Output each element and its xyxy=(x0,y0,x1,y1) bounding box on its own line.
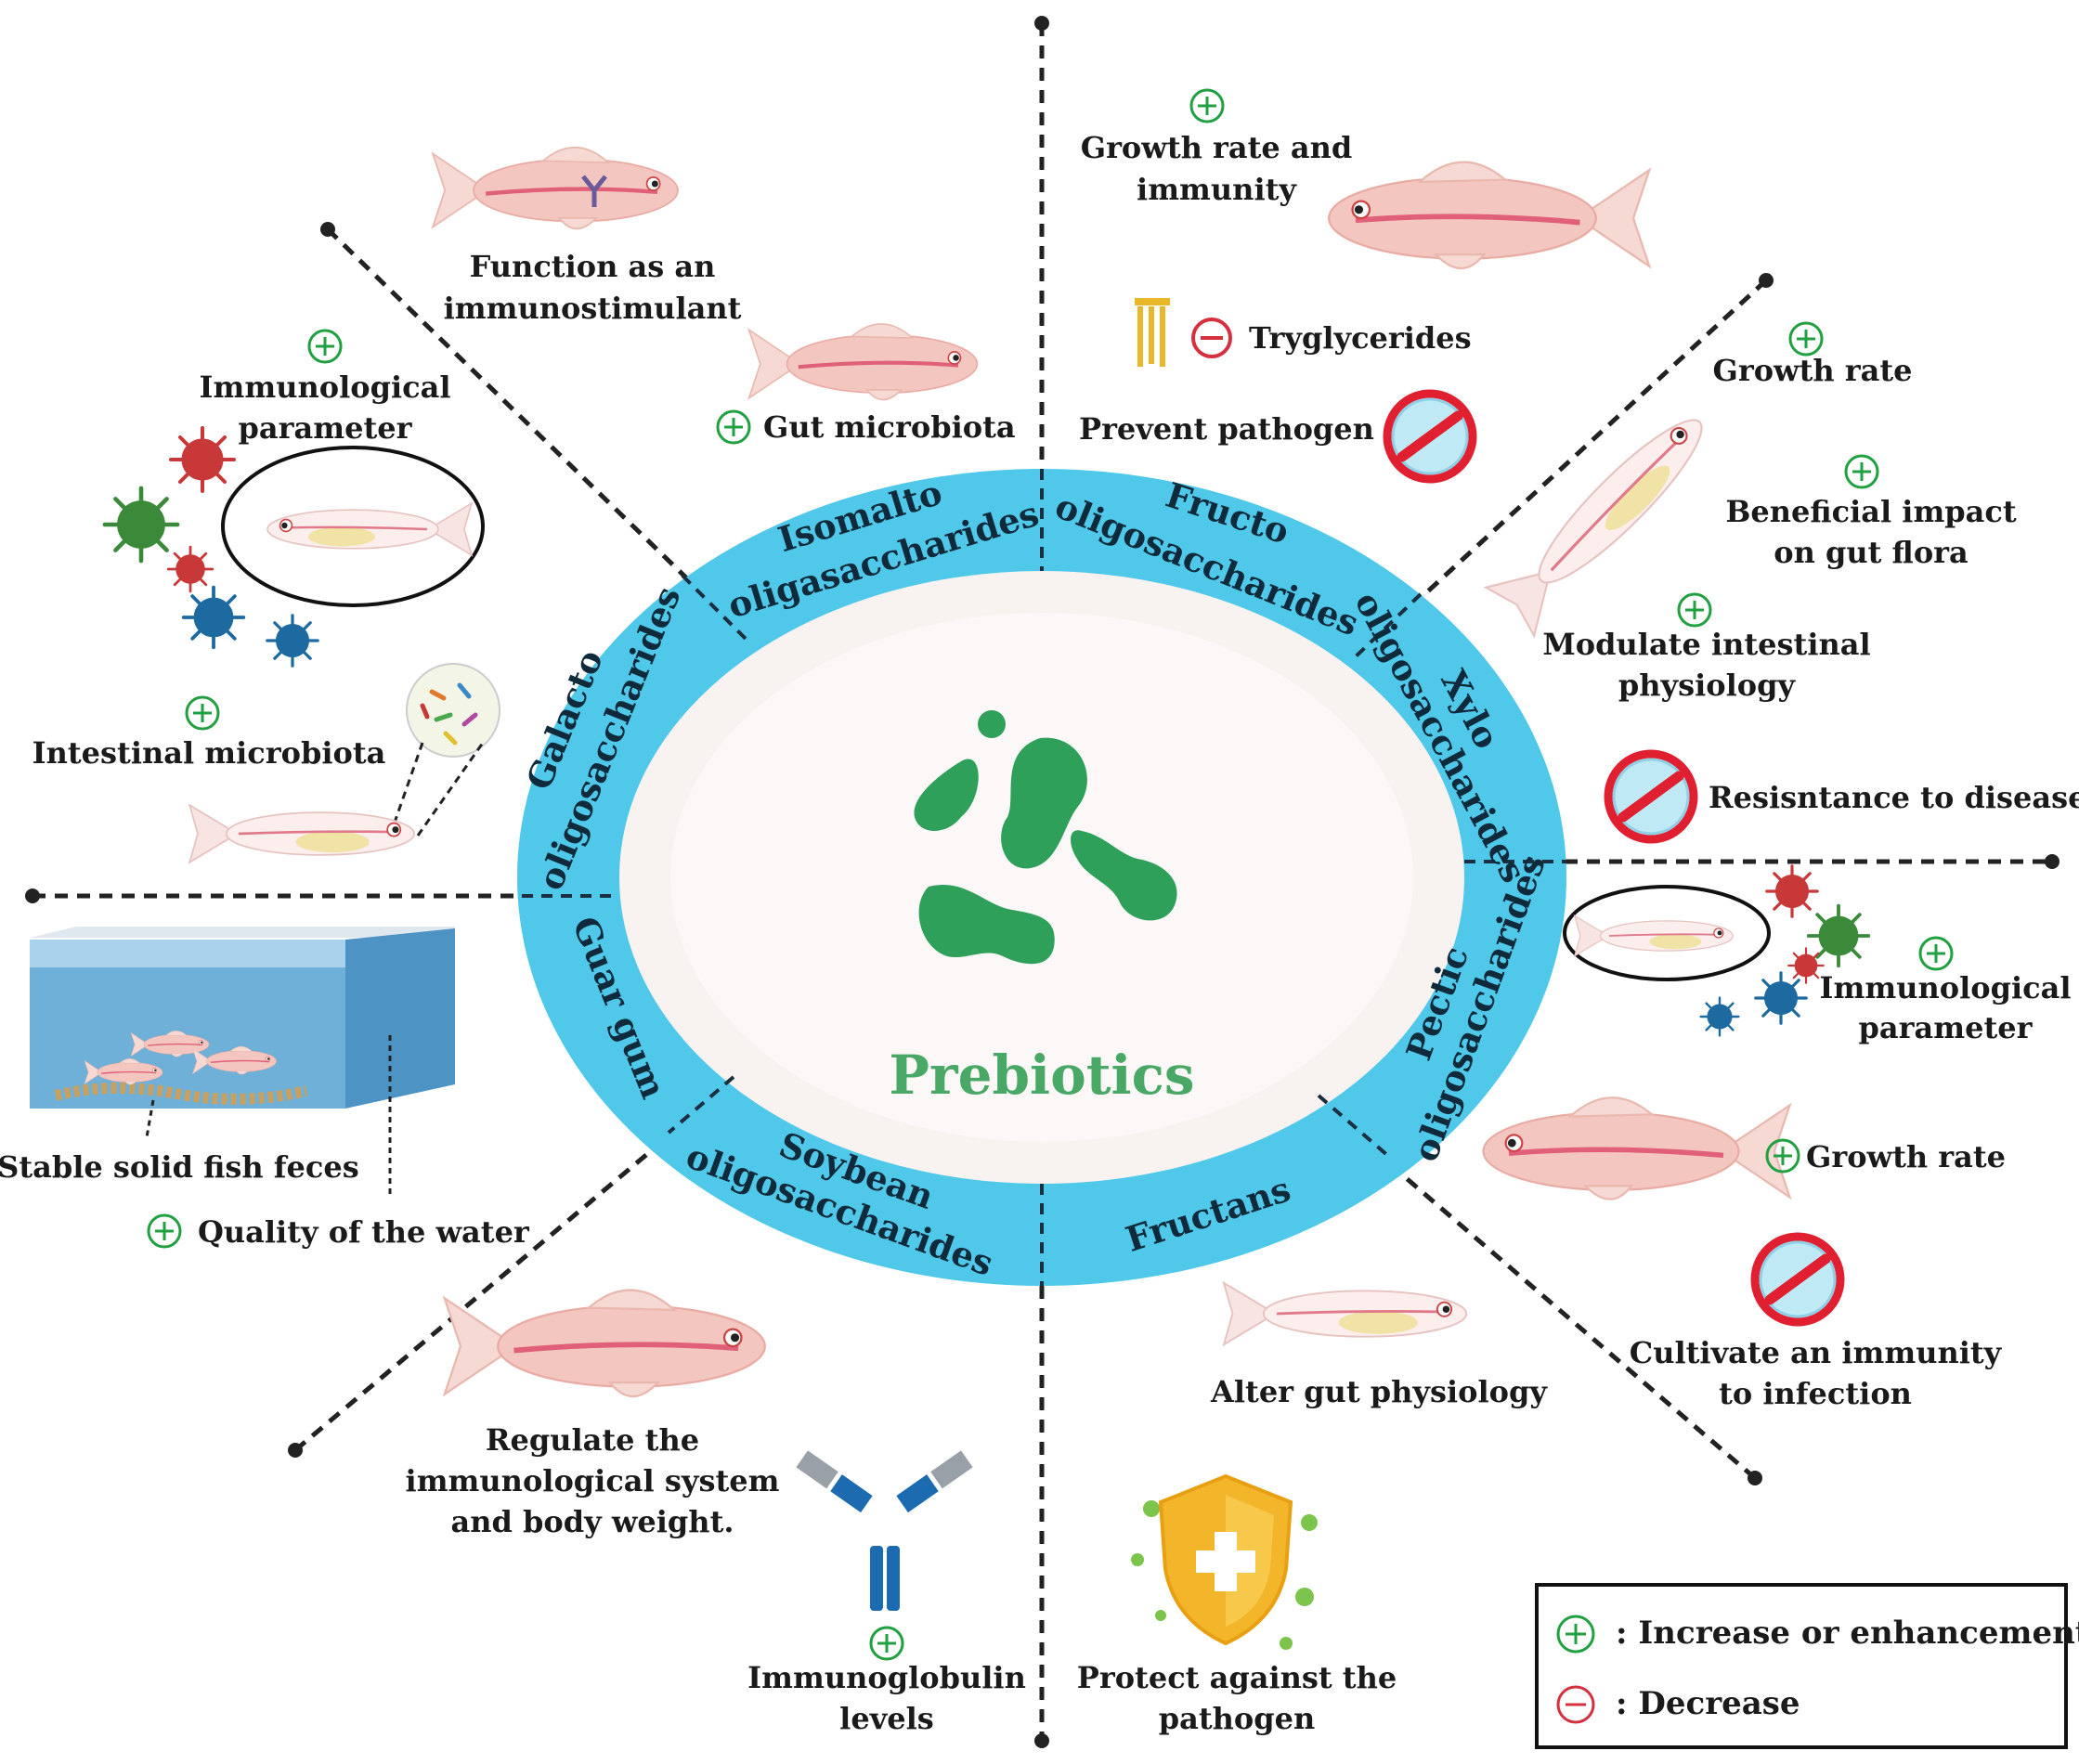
beneficial-impact-line2: on gut flora xyxy=(1774,535,1969,570)
cultivate-immunity-label: Cultivate an immunity to infection xyxy=(1630,1335,2003,1411)
fish-circle xyxy=(1563,885,1771,981)
fish-icon xyxy=(1484,396,1725,638)
immunoglobulin-label: Immunoglobulin levels xyxy=(747,1626,1026,1736)
immuno-param-right-label: Immunological parameter xyxy=(1820,936,2072,1045)
regulate-line3: and body weight. xyxy=(451,1504,734,1539)
plus-circle-icon xyxy=(869,1626,904,1661)
fish-icon xyxy=(1329,162,1649,268)
virus-icon xyxy=(166,545,214,593)
beneficial-impact-line1: Beneficial impact xyxy=(1725,494,2017,529)
modulate-intestinal-line2: physiology xyxy=(1618,668,1797,703)
prevent-pathogen-label: Prevent pathogen xyxy=(1079,394,1473,479)
growth-rate-lower-label: Growth rate xyxy=(1765,1138,2006,1174)
aquarium-tank-icon xyxy=(30,927,455,1109)
fish-icon xyxy=(445,1291,765,1396)
minus-circle-icon xyxy=(1191,318,1232,358)
fish-icon xyxy=(1573,914,1735,957)
growth-rate-lower-text: Growth rate xyxy=(1806,1139,2006,1174)
fish-icon xyxy=(1222,1281,1468,1346)
growth-immunity-line2: immunity xyxy=(1137,172,1297,207)
stable-feces-text: Stable solid fish feces xyxy=(0,1149,359,1185)
virus-icon xyxy=(1754,971,1808,1025)
immunoglobulin-line2: levels xyxy=(839,1701,934,1736)
growth-rate-right-text: Growth rate xyxy=(1713,353,1913,388)
fish-circle xyxy=(221,446,485,607)
growth-rate-right-label: Growth rate xyxy=(1713,321,1913,388)
gut-microbiota-label: Gut microbiota xyxy=(716,409,1016,445)
resistance-label: Resisntance to disease xyxy=(1608,754,2079,839)
modulate-intestinal-line1: Modulate intestinal xyxy=(1542,627,1870,662)
plus-circle-icon xyxy=(185,695,220,731)
virus-icon xyxy=(105,488,177,561)
antibody-icon xyxy=(581,175,607,207)
cultivate-immunity-line2: to infection xyxy=(1719,1376,1912,1411)
resistance-text: Resisntance to disease xyxy=(1709,780,2079,815)
beneficial-impact-label: Beneficial impact on gut flora xyxy=(1725,454,2017,570)
no-pathogen-icon xyxy=(1608,754,1694,839)
fish-icon xyxy=(266,501,474,557)
plus-circle-icon xyxy=(1677,592,1712,628)
lipid-icon xyxy=(1135,298,1170,367)
water-quality-text: Quality of the water xyxy=(198,1214,530,1250)
virus-icon xyxy=(1765,864,1819,918)
plus-circle-icon xyxy=(147,1213,182,1249)
legend: : Increase or enhancement : Decrease xyxy=(1535,1583,2079,1749)
virus-icon xyxy=(169,426,236,493)
virus-icon xyxy=(181,585,246,650)
immunostimulant-line2: immunostimulant xyxy=(444,291,742,326)
immuno-param-right-line1: Immunological xyxy=(1820,970,2072,1005)
prebiotic-molecule-icon xyxy=(914,710,1177,965)
fish-icon xyxy=(749,324,978,400)
antibody-icon xyxy=(796,1450,973,1611)
intestinal-microbiota-text: Intestinal microbiota xyxy=(32,735,386,771)
alter-gut-text: Alter gut physiology xyxy=(1210,1374,1548,1409)
plus-circle-icon xyxy=(1765,1138,1800,1174)
gut-microbiota-text: Gut microbiota xyxy=(763,409,1016,445)
immunoglobulin-line1: Immunoglobulin xyxy=(747,1660,1026,1695)
prevent-pathogen-text: Prevent pathogen xyxy=(1079,411,1374,447)
cultivate-immunity-line1: Cultivate an immunity xyxy=(1630,1335,2003,1370)
plus-circle-icon xyxy=(716,409,751,445)
plus-circle-icon xyxy=(1844,454,1879,489)
protect-pathogen-line2: pathogen xyxy=(1159,1701,1316,1736)
growth-immunity-line1: Growth rate and xyxy=(1081,130,1353,165)
plus-circle-icon xyxy=(1189,88,1225,123)
protect-pathogen-label: Protect against the pathogen xyxy=(1077,1660,1397,1736)
regulate-line2: immunological system xyxy=(406,1463,780,1498)
modulate-intestinal-label: Modulate intestinal physiology xyxy=(1542,592,1871,703)
no-pathogen-icon xyxy=(1755,1237,1840,1322)
immunostimulant-line1: Function as an xyxy=(470,249,716,284)
microbe-bubble-icon xyxy=(406,663,500,758)
intestinal-microbiota-label: Intestinal microbiota xyxy=(32,695,386,771)
plus-circle-icon xyxy=(307,329,343,364)
regulate-label: Regulate the immunological system and bo… xyxy=(406,1422,780,1539)
triglycerides-label: Tryglycerides xyxy=(1191,318,1472,358)
legend-increase-text: : Increase or enhancement xyxy=(1616,1615,2079,1652)
plus-circle-icon xyxy=(1918,936,1954,971)
water-quality-label: Quality of the water xyxy=(147,1213,530,1250)
shield-cross-icon xyxy=(1131,1473,1318,1650)
fish-icon xyxy=(1484,1097,1790,1199)
center-title: Prebiotics xyxy=(889,1044,1194,1107)
minus-circle-icon xyxy=(1556,1685,1595,1724)
virus-icon xyxy=(1806,903,1871,968)
immuno-param-right-line2: parameter xyxy=(1859,1010,2034,1045)
no-pathogen-icon xyxy=(1387,394,1473,479)
protect-pathogen-line1: Protect against the xyxy=(1077,1660,1397,1695)
plus-circle-icon xyxy=(1788,321,1824,357)
growth-immunity-label: Growth rate and immunity xyxy=(1081,88,1353,207)
plus-circle-icon xyxy=(1556,1615,1595,1654)
legend-decrease-text: : Decrease xyxy=(1616,1685,1800,1722)
triglycerides-text: Tryglycerides xyxy=(1249,320,1472,356)
immuno-param-left-line1: Immunological xyxy=(200,370,451,405)
immuno-param-left-label: Immunological parameter xyxy=(200,329,451,446)
virus-icon xyxy=(266,614,319,668)
fish-icon xyxy=(433,148,678,229)
fish-icon xyxy=(188,803,416,864)
immuno-param-left-line2: parameter xyxy=(239,410,413,446)
regulate-line1: Regulate the xyxy=(486,1422,699,1458)
virus-icon xyxy=(1699,996,1740,1037)
virus-icon xyxy=(1787,947,1825,984)
